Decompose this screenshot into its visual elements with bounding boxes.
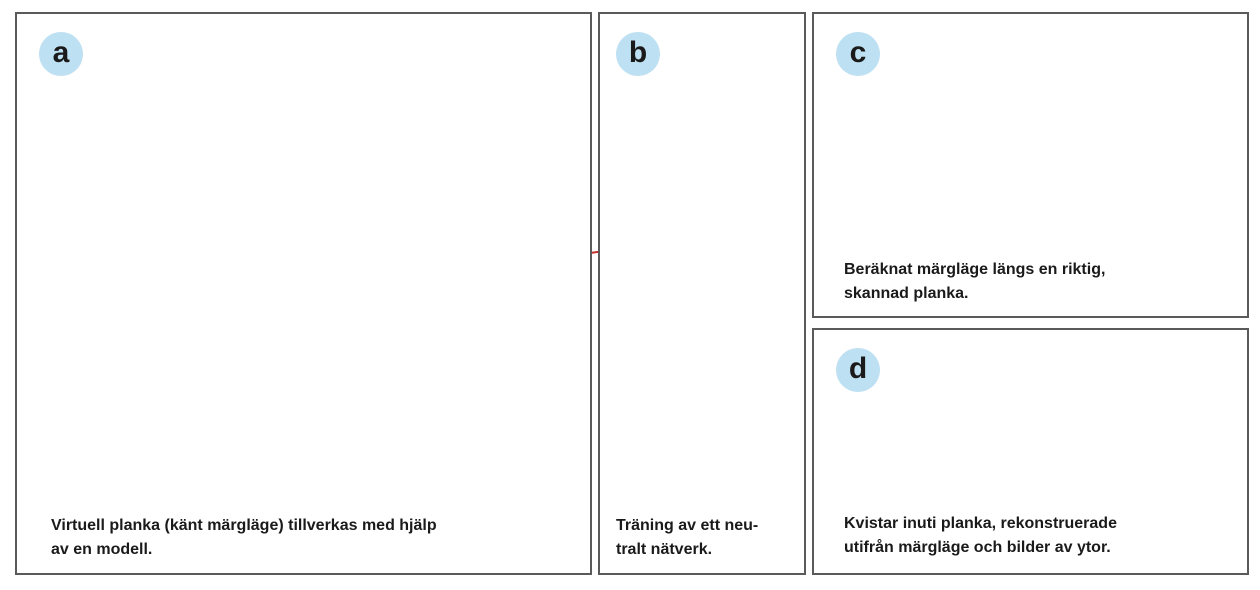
panel-a: a Virtuell planka (känt märgläge) tillve… [15, 12, 592, 575]
panel-a-caption-line2: av en modell. [51, 541, 153, 558]
panel-label-d: d [836, 348, 880, 392]
panel-c-caption-line1: Beräknat märgläge längs en riktig, [844, 261, 1106, 278]
panel-label-b: b [616, 32, 660, 76]
panel-d: d Kvistar inuti planka, rekonstruerade u… [812, 328, 1249, 575]
panel-b-caption-line2: tralt nätverk. [616, 541, 713, 558]
panel-label-c: c [836, 32, 880, 76]
panel-b-caption-line1: Träning av ett neu- [616, 517, 759, 534]
panel-a-caption-line1: Virtuell planka (känt märgläge) tillverk… [51, 517, 437, 534]
panel-d-caption-line1: Kvistar inuti planka, rekonstruerade [844, 515, 1117, 532]
panel-b: b Träning av ett neu- tralt nätverk. [598, 12, 806, 575]
panel-d-caption-line2: utifrån märgläge och bilder av ytor. [844, 539, 1111, 556]
panel-a-caption: Virtuell planka (känt märgläge) tillverk… [51, 514, 437, 562]
panel-c: c Beräknat märgläge längs en riktig, ska… [812, 12, 1249, 318]
panel-b-caption: Träning av ett neu- tralt nätverk. [616, 514, 758, 562]
panel-c-caption: Beräknat märgläge längs en riktig, skann… [844, 258, 1105, 306]
panel-label-a: a [39, 32, 83, 76]
panel-c-caption-line2: skannad planka. [844, 285, 969, 302]
panel-d-caption: Kvistar inuti planka, rekonstruerade uti… [844, 512, 1117, 560]
